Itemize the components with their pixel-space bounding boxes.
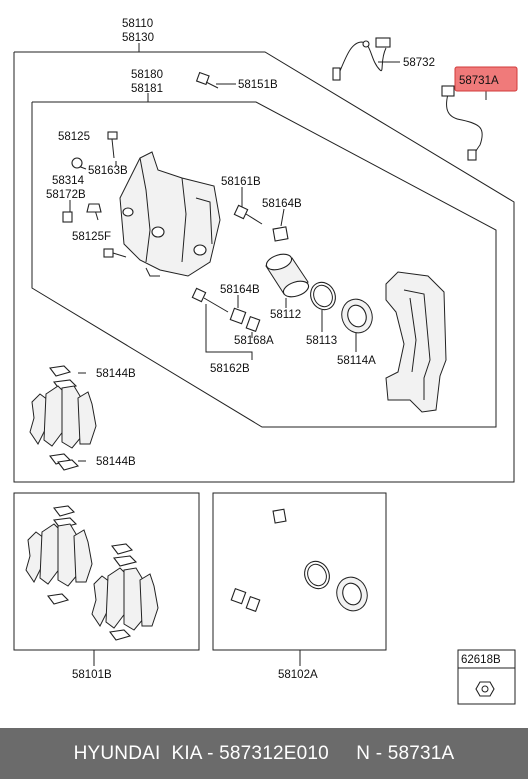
label-58112[interactable]: 58112 (270, 309, 301, 321)
label-58162B[interactable]: 58162B (210, 363, 250, 375)
boot-58172B (62, 211, 73, 223)
label-58180[interactable]: 58180 (131, 69, 163, 81)
boot-58164B-lower (229, 307, 247, 325)
caliper-body (119, 151, 221, 277)
box-58101B (13, 492, 200, 651)
label-58163B[interactable]: 58163B (88, 165, 128, 177)
part-highlight-58731A[interactable] (454, 66, 518, 92)
label-58113[interactable]: 58113 (306, 335, 337, 347)
bolt-58125F-lower (103, 248, 127, 258)
bushing-58168A (245, 315, 261, 333)
bolt-58125 (107, 131, 118, 159)
footer-part-numbers: HYUNDAI KIA - 587312E010 N - 58731A (73, 742, 455, 764)
label-58130[interactable]: 58130 (122, 32, 154, 44)
footer-bar: HYUNDAI KIA - 587312E010 N - 58731A (0, 728, 528, 779)
guide-pin-58162B (191, 287, 229, 313)
brake-hose-58731A (441, 85, 483, 161)
seal-58113 (310, 281, 336, 311)
inner-frame (31, 101, 497, 428)
label-58151B[interactable]: 58151B (238, 79, 278, 91)
piston-58112 (265, 253, 310, 298)
brake-pads-kit-58101B (25, 505, 159, 641)
label-58731A[interactable]: 58731A (459, 75, 499, 87)
label-58101B[interactable]: 58101B (72, 669, 112, 681)
bolt-58151B (195, 71, 219, 89)
bushing-58125F (86, 203, 102, 213)
label-58168A[interactable]: 58168A (234, 335, 274, 347)
label-58102A[interactable]: 58102A (278, 669, 318, 681)
cap-58314 (71, 157, 83, 169)
label-58732[interactable]: 58732 (403, 57, 435, 69)
label-58314[interactable]: 58314 (52, 175, 85, 187)
boot-58164B-upper (272, 226, 289, 242)
label-58144B-upper[interactable]: 58144B (96, 368, 136, 380)
label-58110[interactable]: 58110 (122, 18, 153, 30)
brake-hose-58732 (332, 37, 391, 81)
boot-58114A (341, 298, 373, 334)
brake-pads-set-upper (29, 365, 97, 471)
box-58102A (212, 492, 387, 651)
nut-62618B (475, 681, 495, 697)
outer-frame (13, 51, 515, 483)
caliper-bracket (385, 271, 447, 413)
label-58125[interactable]: 58125 (58, 131, 90, 143)
label-58144B-lower[interactable]: 58144B (96, 456, 136, 468)
guide-pin-58161B (233, 204, 263, 225)
label-58125F[interactable]: 58125F (72, 231, 111, 243)
label-58172B[interactable]: 58172B (46, 189, 86, 201)
label-62618B[interactable]: 62618B (461, 654, 501, 666)
label-58181[interactable]: 58181 (131, 83, 163, 95)
label-58164B-lower[interactable]: 58164B (220, 284, 260, 296)
repair-kit-58102A (230, 508, 368, 613)
label-58114A[interactable]: 58114A (337, 355, 376, 367)
label-58161B[interactable]: 58161B (221, 176, 261, 188)
box-62618B (457, 649, 516, 705)
label-58164B-upper[interactable]: 58164B (262, 198, 302, 210)
